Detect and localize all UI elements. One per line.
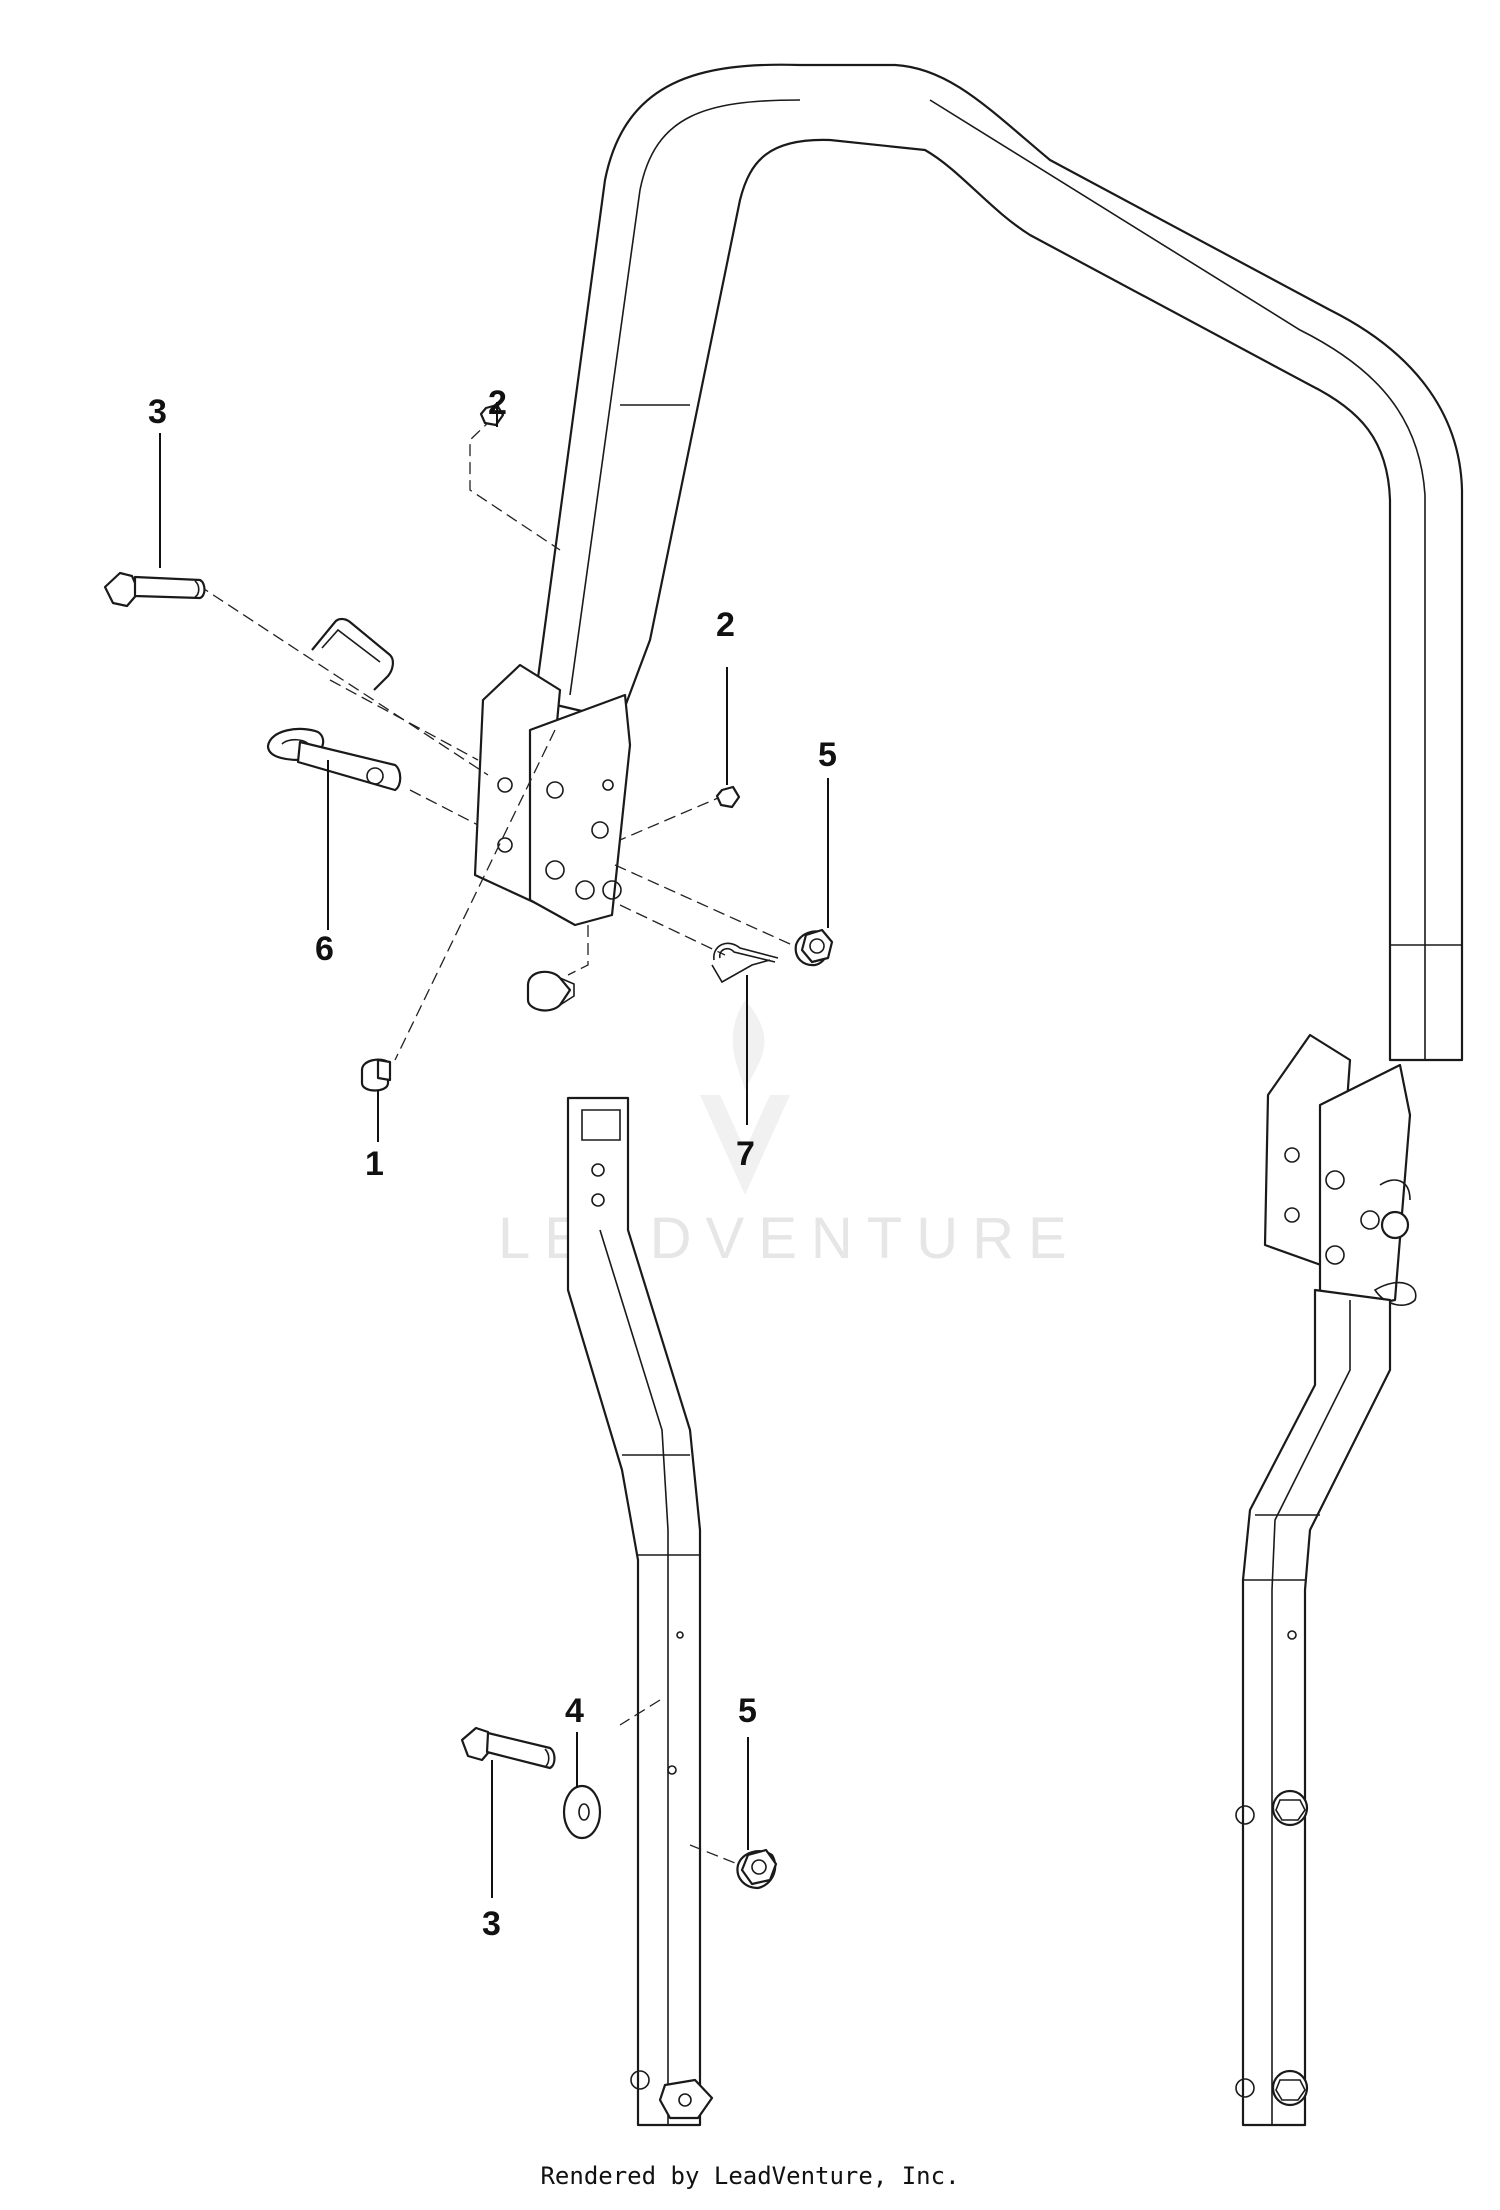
- callout-1: 1: [365, 1145, 384, 1183]
- callout-5-upper: 5: [818, 736, 837, 774]
- part-6-hitch-pin: [266, 617, 402, 792]
- part-4-washer: [562, 1784, 602, 1840]
- left-lower-leg: [566, 1096, 714, 2127]
- callout-7: 7: [736, 1135, 755, 1173]
- roll-bar-hoop: [533, 63, 1464, 1062]
- part-3-lower-bolt: [460, 1726, 556, 1770]
- leader-lines: [159, 402, 829, 1898]
- bumper-cap: [526, 970, 575, 1012]
- part-3-upper-bolt: [103, 571, 206, 608]
- watermark-logo: [700, 1000, 790, 1195]
- right-lower-leg: [1235, 1288, 1392, 2127]
- callout-2-lower: 2: [716, 606, 735, 644]
- assembly-lines: [197, 417, 811, 1866]
- callout-2-upper: 2: [488, 384, 507, 422]
- part-7-hair-pin: [711, 942, 779, 984]
- footer-credit: Rendered by LeadVenture, Inc.: [540, 2162, 960, 2190]
- callout-3-lower: 3: [482, 1905, 501, 1943]
- part-5-lower-flange-nut: [736, 1848, 778, 1890]
- callout-3-upper: 3: [148, 393, 167, 431]
- callout-6: 6: [315, 930, 334, 968]
- part-1-bumper: [360, 1058, 392, 1092]
- callout-5-lower: 5: [738, 1692, 757, 1730]
- part-2-lower-nut: [715, 785, 741, 809]
- left-pivot-bracket: [473, 663, 632, 927]
- right-pivot-bracket: [1263, 1033, 1417, 1312]
- callout-4: 4: [565, 1692, 584, 1730]
- part-5-upper-flange-nut: [794, 928, 834, 967]
